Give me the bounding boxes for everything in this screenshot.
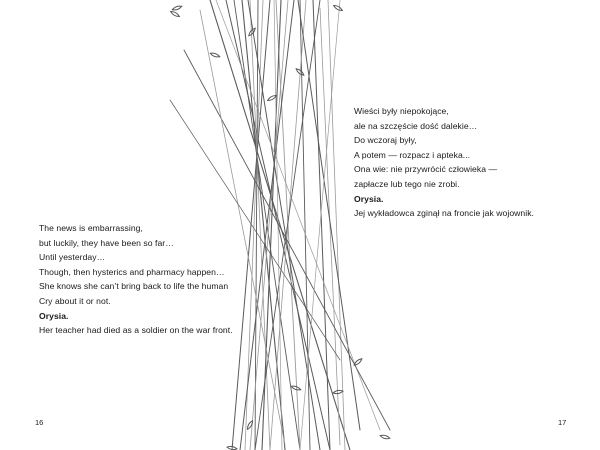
- leaf-blade: [353, 358, 363, 366]
- grass-stem: [241, 0, 286, 450]
- poem-line: Ona wie: nie przywrócić człowieka —: [354, 164, 498, 175]
- poem-line: She knows she can’t bring back to life t…: [39, 281, 229, 292]
- right-page-poem: Wieści były niepokojące, ale na szczęści…: [354, 104, 534, 221]
- leaf-blade: [169, 10, 181, 18]
- speaker-name: Orysia.: [354, 193, 384, 204]
- leaf-blade: [246, 419, 254, 431]
- left-page-poem: The news is embarrassing, but luckily, t…: [39, 221, 233, 338]
- grass-stem: [249, 0, 271, 450]
- grass-stem: [239, 0, 295, 450]
- grass-stem: [231, 0, 271, 450]
- leaf-blade: [295, 68, 305, 76]
- poem-line: Do wczoraj były,: [354, 135, 417, 146]
- grass-stem: [297, 0, 361, 431]
- grass-stem: [247, 0, 321, 450]
- leaf-blade: [332, 389, 344, 395]
- leaf-blade: [171, 5, 183, 11]
- grass-stem: [199, 9, 286, 446]
- poem-line: Wieści były niepokojące,: [354, 106, 449, 116]
- grass-stem: [299, 0, 341, 450]
- poem-line: Cry about it or not.: [39, 295, 111, 306]
- poem-line: but luckily, they have been so far…: [39, 237, 174, 248]
- grass-stem: [319, 7, 341, 446]
- poem-line: zapłacze lub tego nie zrobi.: [354, 178, 460, 189]
- page-number-right: 17: [558, 418, 567, 427]
- grass-stem: [269, 0, 307, 450]
- leaf-blade: [332, 4, 344, 12]
- leaf-blade: [209, 52, 221, 58]
- closing-line: Jej wykładowca zginął na froncie jak woj…: [354, 208, 534, 219]
- grass-stem: [254, 0, 259, 450]
- poem-line: Until yesterday…: [39, 252, 106, 263]
- poem-line: A potem — rozpacz i apteka...: [354, 149, 471, 160]
- speaker-name: Orysia.: [39, 310, 69, 321]
- leaf-blade: [266, 94, 278, 102]
- poem-line: The news is embarrassing,: [39, 223, 143, 233]
- leaf-blade: [226, 445, 238, 450]
- grass-stem: [215, 0, 381, 431]
- grass-stem: [327, 0, 346, 450]
- grass-stem: [261, 0, 282, 450]
- grass-stem: [312, 0, 331, 450]
- grass-stem: [273, 0, 283, 450]
- grass-stem: [249, 0, 289, 450]
- poem-line: ale na szczęście dość dalekie…: [354, 120, 478, 131]
- grass-stem: [183, 49, 391, 431]
- leaf-blade: [290, 385, 302, 391]
- closing-line: Her teacher had died as a soldier on the…: [39, 325, 233, 336]
- poem-line: Though, then hysterics and pharmacy happ…: [39, 266, 225, 277]
- leaf-blade: [248, 27, 256, 37]
- page-number-left: 16: [35, 418, 44, 427]
- leaf-blade: [379, 434, 391, 440]
